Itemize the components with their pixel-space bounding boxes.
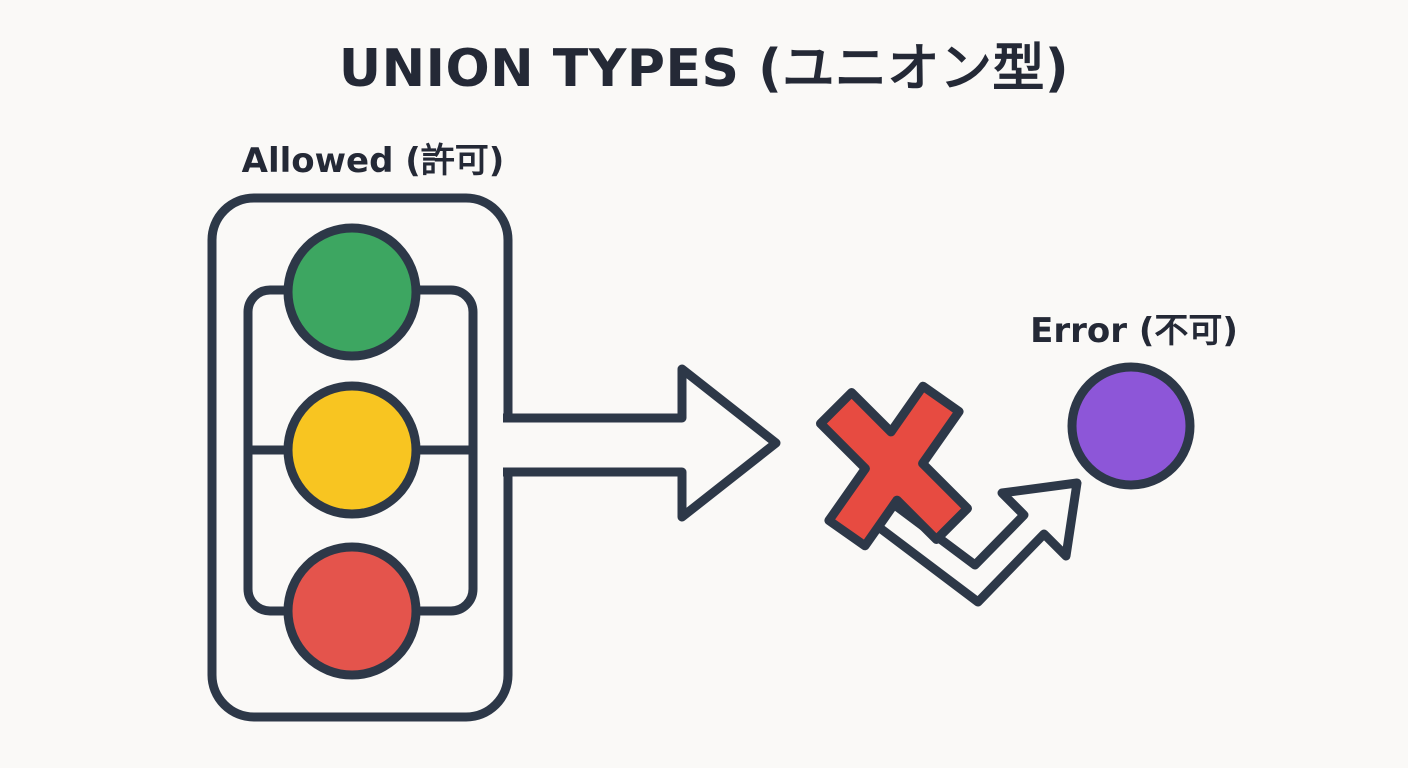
- green-light: [283, 223, 421, 361]
- diagram-title: UNION TYPES (ユニオン型): [339, 39, 1069, 99]
- red-light: [283, 542, 421, 680]
- error-node-circle: [1067, 362, 1195, 490]
- x-mark-icon: [816, 381, 972, 551]
- error-label: Error (不可): [1030, 311, 1238, 351]
- traffic-light: [207, 193, 513, 722]
- straight-arrow: [503, 364, 781, 522]
- yellow-light: [283, 381, 421, 519]
- allowed-label: Allowed (許可): [242, 141, 505, 181]
